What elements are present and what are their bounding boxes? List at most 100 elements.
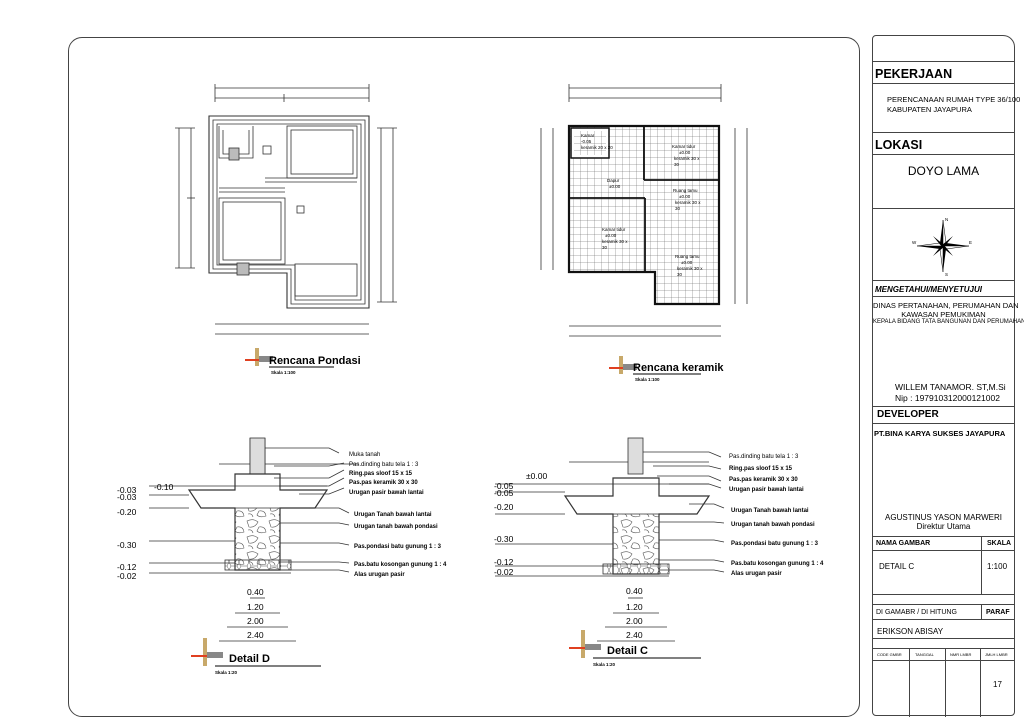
divider [873, 619, 1014, 620]
digambar-label: DI GAMABR / DI HITUNG [876, 609, 957, 616]
note: Pas.batu kosongan gunung 1 : 4 [354, 562, 447, 568]
dimension-label: 1.20 [626, 602, 643, 612]
compass-west: W [912, 240, 917, 245]
divider [873, 648, 1014, 649]
drawing-sheet: Rencana Pondasi Skala 1:100 Kamar -0.05 [68, 37, 860, 717]
dinas-line-2: KAWASAN PEMUKIMAN [901, 310, 986, 319]
col-nmr-lmbr: NMR LMBR [950, 652, 972, 657]
level-label: -0.30 [494, 534, 514, 544]
developer-label: DEVELOPER [877, 409, 939, 420]
detail-d-levels: -0.10 -0.03 -0.03 -0.20 -0.30 -0.12 -0.0… [117, 482, 174, 581]
divider [873, 423, 1014, 424]
level-label: -0.02 [117, 571, 137, 581]
room-label: keramik 20 x 20 [581, 145, 613, 150]
room-label: keramik 30 x [674, 156, 700, 161]
room-label: ±0.00 [679, 150, 691, 155]
room-label: Ruang tamu [673, 188, 698, 193]
compass-north: N [945, 217, 948, 222]
room-label: Kamar tidur [602, 227, 626, 232]
level-label: -0.02 [494, 567, 514, 577]
room-label: ±0.00 [605, 233, 617, 238]
room-label: 30 [674, 162, 680, 167]
room-label: 30 [602, 245, 608, 250]
room-label: Kamar tidur [672, 144, 696, 149]
director-name: AGUSTINUS YASON MARWERI [885, 513, 1002, 522]
divider [873, 83, 1014, 84]
detail-d-section [149, 437, 359, 642]
note: Pas.pondasi batu gunung 1 : 3 [354, 544, 442, 550]
divider [873, 536, 1014, 537]
room-label: Dapur [607, 178, 620, 183]
note: Urugan tanah bawah pondasi [354, 524, 438, 530]
drawing-canvas: Rencana Pondasi Skala 1:100 Kamar -0.05 [117, 84, 824, 675]
detail-c-levels: ±0.00 -0.05 -0.05 -0.20 -0.30 -0.12 -0.0… [494, 471, 547, 577]
level-label: ±0.00 [526, 471, 547, 481]
level-label: -0.30 [117, 540, 137, 550]
divider [981, 536, 982, 594]
note: Pas.pas keramik 30 x 30 [729, 477, 798, 483]
detail-c-title-text: Detail C [607, 645, 648, 657]
sheet-number: 17 [993, 680, 1002, 689]
room-label: -0.05 [581, 139, 592, 144]
official-nip: Nip : 197910312000121002 [895, 393, 1000, 403]
note: Ring.pas sloof 15 x 15 [349, 471, 413, 477]
divider [873, 594, 1014, 595]
divider [909, 648, 910, 717]
divider [873, 132, 1014, 133]
note: Pas.pas keramik 30 x 30 [349, 480, 418, 486]
foundation-plan-title-text: Rencana Pondasi [269, 355, 361, 367]
dimension-label: 2.40 [247, 630, 264, 640]
tile-plan-title-text: Rencana keramik [633, 362, 724, 374]
digambar-value: ERIKSON ABISAY [877, 627, 944, 636]
dimension-label: 0.40 [247, 587, 264, 597]
room-label: Kamar [581, 133, 595, 138]
detail-d-scale: Skala 1:20 [215, 670, 238, 675]
col-jmlh-lmbr: JMLH LMBR [985, 652, 1008, 657]
lokasi-value: DOYO LAMA [907, 164, 980, 178]
note: Urugan tanah bawah pondasi [731, 522, 815, 528]
note: Urugan Tanah bawah lantai [731, 508, 809, 514]
note: Urugan pasir bawah lantai [729, 487, 804, 493]
divider [980, 648, 981, 717]
divider [873, 550, 1014, 551]
level-label: -0.05 [494, 488, 514, 498]
pekerjaan-label: PEKERJAAN [875, 67, 953, 81]
divider [873, 660, 1014, 661]
divider [873, 604, 1014, 605]
tile-room-labels: Kamar -0.05 keramik 20 x 20 Kamar tidur … [581, 133, 703, 277]
nama-gambar-value: DETAIL C [879, 562, 915, 571]
room-label: keramik 30 x [675, 200, 701, 205]
dimension-label: 2.40 [626, 630, 643, 640]
foundation-plan-title: Rencana Pondasi Skala 1:100 [245, 348, 361, 375]
dinas-line-1: DINAS PERTANAHAN, PERUMAHAN DAN [873, 301, 1019, 310]
detail-c-scale: Skala 1:20 [593, 662, 616, 667]
level-label: -0.03 [117, 492, 137, 502]
detail-d-notes: Muka tanah Pas.dinding batu tela 1 : 3 R… [349, 452, 447, 578]
col-tanggal: TANGGAL [915, 652, 934, 657]
note: Pas.pondasi batu gunung 1 : 3 [731, 541, 819, 547]
detail-c-dims: 0.40 1.20 2.00 2.40 [626, 586, 643, 640]
divider [873, 208, 1014, 209]
col-code-gmbr: CODE GMBR [877, 652, 902, 657]
tile-plan-title: Rencana keramik Skala 1:100 [609, 356, 724, 382]
note: Pas.dinding batu tela 1 : 3 [729, 454, 799, 460]
room-label: keramik 30 x [602, 239, 628, 244]
skala-label: SKALA [987, 540, 1012, 547]
note: Alas urugan pasir [354, 572, 405, 578]
room-label: ±0.00 [681, 260, 693, 265]
note: Pas.batu kosongan gunung 1 : 4 [731, 561, 824, 567]
detail-d-title: Detail D Skala 1:20 [191, 638, 321, 675]
level-label: -0.12 [117, 562, 137, 572]
detail-c-section [495, 437, 725, 642]
official-name: WILLEM TANAMOR. ST,M.Si [895, 382, 1006, 392]
detail-c-title: Detail C Skala 1:20 [569, 630, 701, 667]
pekerjaan-line-1: PERENCANAAN RUMAH TYPE 36/100 [887, 95, 1021, 104]
level-label: -0.10 [154, 482, 174, 492]
detail-d-title-text: Detail D [229, 653, 270, 665]
room-label: ±0.00 [609, 184, 621, 189]
room-label: 30 [675, 206, 681, 211]
level-label: -0.12 [494, 557, 514, 567]
note: Urugan Tanah bawah lantai [354, 512, 432, 518]
level-label: -0.20 [494, 502, 514, 512]
divider [981, 604, 982, 619]
